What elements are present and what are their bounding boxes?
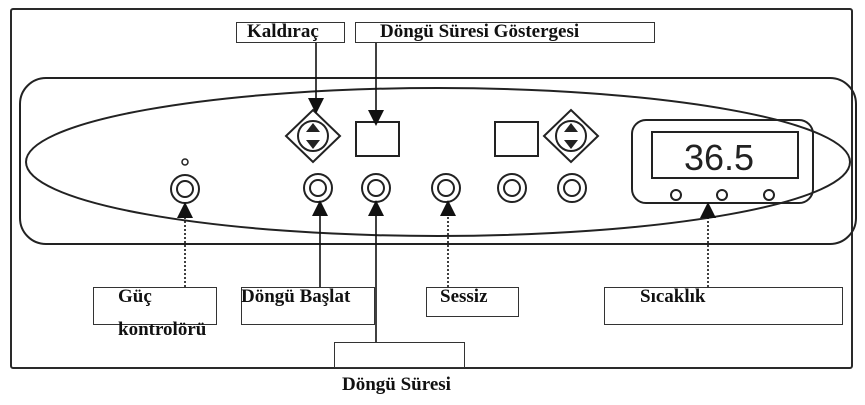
- power-button: [170, 174, 200, 204]
- temperature-screen: [651, 131, 799, 179]
- lever-left-icon: [284, 108, 342, 164]
- panel-oval: [25, 87, 851, 237]
- button-5: [497, 173, 527, 203]
- mute-label: Sessiz: [440, 286, 488, 307]
- button-6: [557, 173, 587, 203]
- mute-label-box: [426, 287, 519, 317]
- cycle-time-label-box: [334, 342, 465, 368]
- start-label-box: [241, 287, 375, 325]
- guc-label-box: [93, 287, 217, 325]
- temperature-label-box: [604, 287, 843, 325]
- guc-label: Güç: [118, 286, 152, 307]
- mute-button: [431, 173, 461, 203]
- cycle-display-label: Döngü Süresi Göstergesi: [380, 21, 580, 42]
- temperature-value: 36.5: [684, 137, 754, 178]
- cycle-time-display: [355, 121, 400, 157]
- temperature-panel: [631, 119, 814, 204]
- diagram-frame: [10, 8, 853, 369]
- cycle-time-label: Döngü Süresi: [342, 374, 451, 395]
- kaldirac-label: Kaldıraç: [247, 21, 319, 42]
- start-cycle-button: [303, 173, 333, 203]
- lever-right-icon: [542, 108, 600, 164]
- right-small-display: [494, 121, 539, 157]
- guc-kontrol-label: kontrolörü: [118, 319, 207, 340]
- cycle-display-label-box: [355, 22, 655, 43]
- kaldirac-label-box: [236, 22, 345, 43]
- cycle-time-button: [361, 173, 391, 203]
- start-cycle-label: Döngü Başlat: [241, 286, 351, 307]
- panel-outline: [19, 77, 857, 245]
- temperature-label: Sıcaklık: [640, 286, 706, 307]
